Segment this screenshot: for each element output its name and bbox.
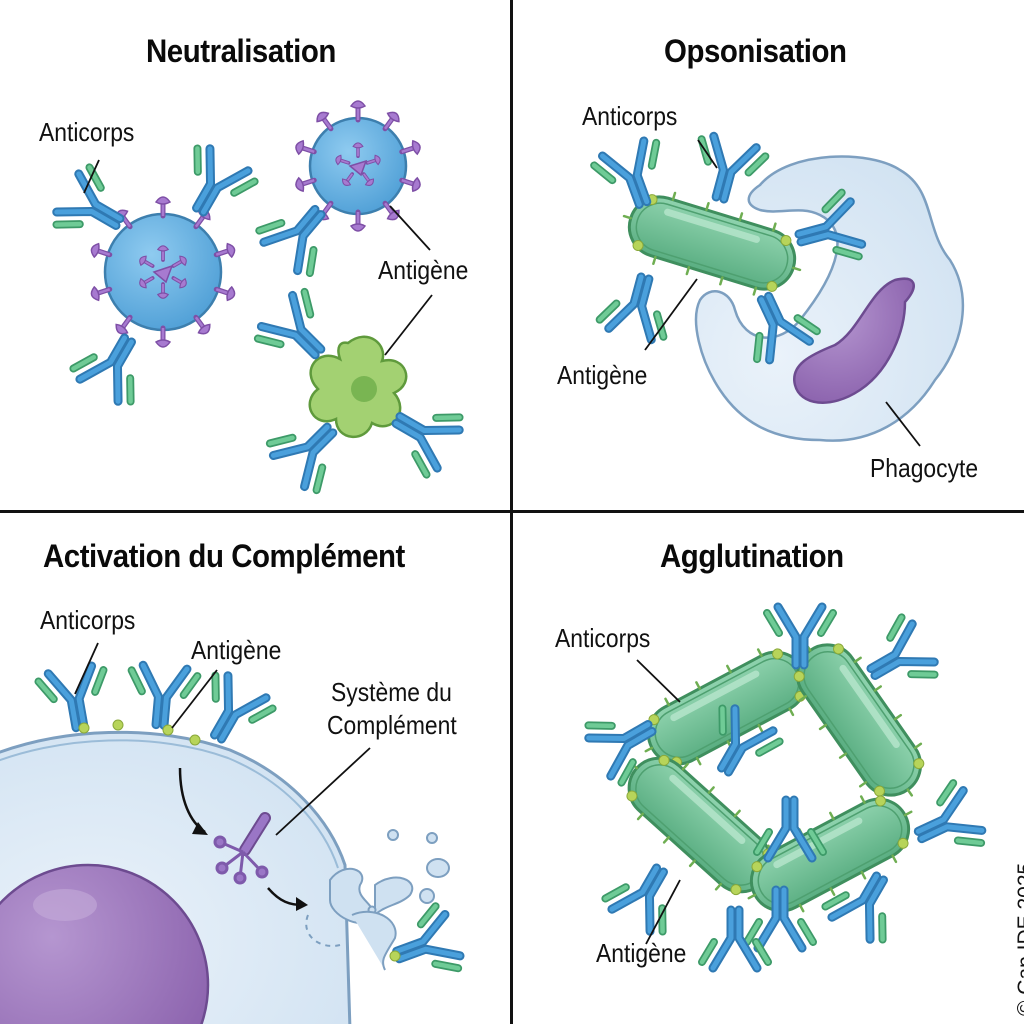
panel-agglutination: Agglutination Anticorps Antigène (513, 513, 1023, 1023)
panel-title: Opsonisation (664, 33, 847, 69)
label-antigen: Antigène (557, 360, 648, 390)
label-phagocyte: Phagocyte (870, 453, 979, 483)
virus-large (90, 197, 237, 347)
label-antibody: Anticorps (582, 101, 678, 131)
virus-small (294, 101, 422, 231)
label-antibody: Anticorps (39, 117, 135, 147)
label-antigen: Antigène (596, 938, 687, 968)
label-complement-system-line2: Complément (327, 710, 457, 740)
divider-horizontal (0, 510, 1024, 513)
label-antibody: Anticorps (555, 623, 651, 653)
panel-agglutination-art (583, 607, 986, 968)
label-antigen: Antigène (191, 635, 282, 665)
panel-title: Agglutination (660, 538, 844, 574)
label-antibody: Anticorps (40, 605, 136, 635)
panel-opsonisation-art (592, 133, 965, 447)
panel-neutralisation: Neutralisation Anticorps Antigène (0, 0, 510, 510)
panel-neutralisation-art (51, 101, 464, 494)
phagocyte-nucleus (792, 277, 915, 404)
panel-complement: Activation du Complément Anticorps Antig… (0, 513, 510, 1023)
panel-opsonisation: Opsonisation Anticorps Antigène Phagocyt… (513, 0, 1023, 510)
copyright-notice: © Cap IDE 2025 (1014, 862, 1024, 1016)
antigen-cell (308, 335, 408, 439)
label-complement-system-line1: Système du (331, 677, 452, 707)
panel-title: Activation du Complément (43, 538, 405, 574)
complement-protein (213, 812, 271, 885)
lysis-fragments (329, 829, 450, 971)
panel-title: Neutralisation (146, 33, 336, 69)
panel-complement-art (0, 642, 464, 1024)
label-antigen: Antigène (378, 255, 469, 285)
